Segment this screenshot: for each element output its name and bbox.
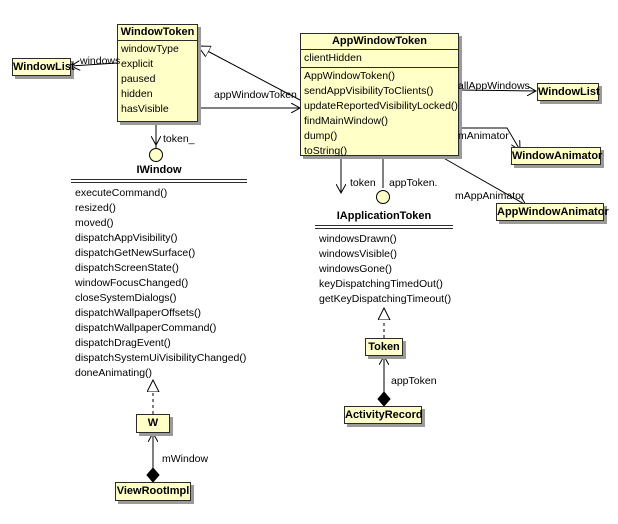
iwindow-operations: executeCommand() resized() moved() dispa… (71, 183, 247, 381)
appwindowtoken-op: updateReportedVisibilityLocked() (304, 100, 458, 112)
activityrecord-name: ActivityRecord (345, 409, 423, 421)
viewrootimpl-name: ViewRootImpl (116, 485, 190, 497)
token-class[interactable]: Token (365, 338, 403, 356)
appwindowtoken-op: toString() (304, 145, 348, 157)
windowlist-left-name: WindowList (13, 61, 75, 73)
appwindowtoken-attributes: clientHidden (301, 49, 458, 67)
mwindow-label: mWindow (162, 453, 209, 465)
iapplicationtoken-op: windowsGone() (319, 263, 392, 275)
apptoken-label: appToken (391, 375, 437, 387)
windows-label: windows (80, 55, 121, 67)
token-underscore-label: token_ (163, 133, 195, 145)
iwindow-divider (71, 179, 247, 183)
generalization-appwindowtoken-windowtoken (198, 46, 301, 101)
iwindow-name: IWindow (136, 164, 182, 176)
manimator-association (459, 127, 520, 150)
apptoken-dot-label: appToken. (389, 177, 438, 189)
iwindow-op: executeCommand() (75, 187, 168, 199)
iwindow-op: dispatchSystemUiVisibilityChanged() (75, 352, 247, 364)
appwindowtoken-op: sendAppVisibilityToClients() (304, 85, 434, 97)
windowanimator-name: WindowAnimator (512, 150, 603, 162)
allappwindows-association (458, 90, 536, 91)
iwindow-lollipop-circle (149, 148, 163, 162)
iwindow-op: dispatchAppVisibility() (75, 232, 178, 244)
viewrootimpl-class[interactable]: ViewRootImpl (115, 482, 191, 501)
windowlist-right-name: WindowList (538, 86, 600, 98)
iwindow-op: moved() (75, 217, 114, 229)
mappanimator-association (439, 155, 526, 205)
appwindowtoken-op: AppWindowToken() (304, 70, 396, 82)
iapplicationtoken-interface[interactable]: IApplicationToken windowsDrawn() windows… (315, 210, 453, 307)
allappwindows-label: allAppWindows (458, 80, 530, 92)
windowtoken-attr: paused (121, 73, 156, 85)
iwindow-op: windowFocusChanged() (75, 277, 189, 289)
appwindowtoken-name: AppWindowToken (331, 35, 427, 47)
w-class[interactable]: W (136, 414, 170, 433)
token-name: Token (368, 341, 400, 353)
iapplicationtoken-name: IApplicationToken (336, 210, 432, 222)
appwindowanimator-name: AppWindowAnimator (497, 206, 609, 218)
mwindow-composition-diamond (146, 467, 160, 483)
windows-association (71, 63, 118, 66)
w-name: W (147, 417, 159, 429)
iapplicationtoken-divider (315, 225, 453, 229)
windowtoken-class[interactable]: WindowToken windowType explicit paused h… (117, 24, 198, 122)
windowtoken-attributes: windowType explicit paused hidden hasVis… (118, 40, 197, 118)
iwindow-op: dispatchWallpaperOffsets() (75, 307, 202, 319)
windowtoken-attr: windowType (121, 43, 179, 55)
iwindow-op: dispatchScreenState() (75, 262, 179, 274)
activityrecord-class[interactable]: ActivityRecord (344, 406, 423, 424)
appwindowtoken-op: dump() (304, 130, 338, 142)
mappanimator-label: mAppAnimator (455, 190, 525, 202)
appwindowtoken-label: appWindowToken (214, 89, 297, 101)
iapplicationtoken-lollipop-circle (376, 190, 390, 204)
iapplicationtoken-op: windowsVisible() (319, 248, 398, 260)
windowlist-left-class[interactable]: WindowList (12, 58, 75, 76)
iwindow-op: dispatchDragEvent() (75, 337, 171, 349)
iwindow-interface[interactable]: IWindow executeCommand() resized() moved… (71, 164, 247, 381)
token-label: token (350, 177, 376, 189)
iapplicationtoken-op: keyDispatchingTimedOut() (319, 278, 443, 290)
iwindow-op: doneAnimating() (75, 367, 153, 379)
iapplicationtoken-op: getKeyDispatchingTimeout() (319, 293, 452, 305)
appwindowtoken-class[interactable]: AppWindowToken clientHidden AppWindowTok… (300, 33, 459, 157)
manimator-label: mAnimator (458, 130, 509, 142)
iwindow-op: closeSystemDialogs() (75, 292, 177, 304)
iapplicationtoken-operations: windowsDrawn() windowsVisible() windowsG… (315, 229, 453, 307)
iapplicationtoken-op: windowsDrawn() (319, 233, 397, 245)
iwindow-op: resized() (75, 202, 116, 214)
windowtoken-attr: hasVisible (121, 103, 169, 115)
appwindowanimator-class[interactable]: AppWindowAnimator (496, 203, 609, 221)
windowlist-right-class[interactable]: WindowList (537, 83, 600, 101)
appwindowtoken-attr: clientHidden (304, 52, 362, 64)
iwindow-op: dispatchGetNewSurface() (75, 247, 196, 259)
appwindowtoken-op: findMainWindow() (304, 115, 389, 127)
windowtoken-attr: hidden (121, 88, 153, 100)
windowtoken-attr: explicit (121, 58, 154, 70)
iwindow-op: dispatchWallpaperCommand() (75, 322, 217, 334)
windowtoken-name: WindowToken (120, 26, 195, 38)
appwindowtoken-operations: AppWindowToken() sendAppVisibilityToClie… (301, 67, 458, 160)
apptoken-composition-diamond (377, 391, 391, 407)
windowanimator-class[interactable]: WindowAnimator (511, 147, 603, 165)
